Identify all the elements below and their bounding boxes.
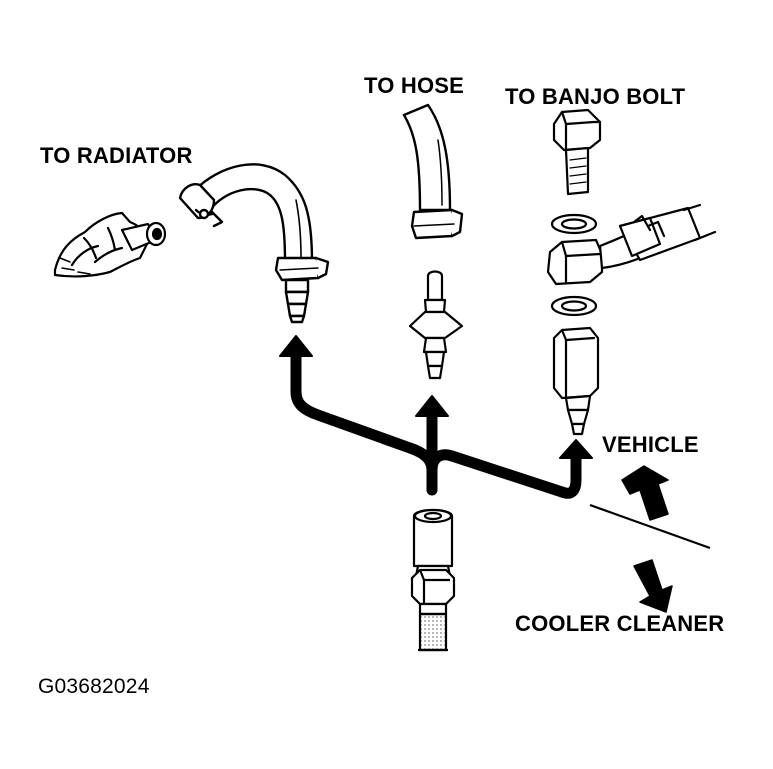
label-vehicle: VEHICLE xyxy=(602,432,699,457)
label-cooler-cleaner: COOLER CLEANER xyxy=(515,611,725,636)
label-to-hose: TO HOSE xyxy=(364,73,465,98)
middle-hose xyxy=(402,103,464,240)
label-to-radiator: TO RADIATOR xyxy=(40,143,193,168)
radiator-fitting xyxy=(53,211,167,278)
barbed-nipple xyxy=(408,270,464,380)
banjo-bolt-assembly xyxy=(546,108,717,436)
flow-arrows xyxy=(279,335,593,499)
radiator-hose xyxy=(178,163,330,324)
cleaner-hose-fitting xyxy=(410,508,456,652)
label-to-banjo-bolt: TO BANJO BOLT xyxy=(505,84,686,109)
direction-indicator xyxy=(589,465,711,613)
figure-code: G03682024 xyxy=(38,675,150,698)
